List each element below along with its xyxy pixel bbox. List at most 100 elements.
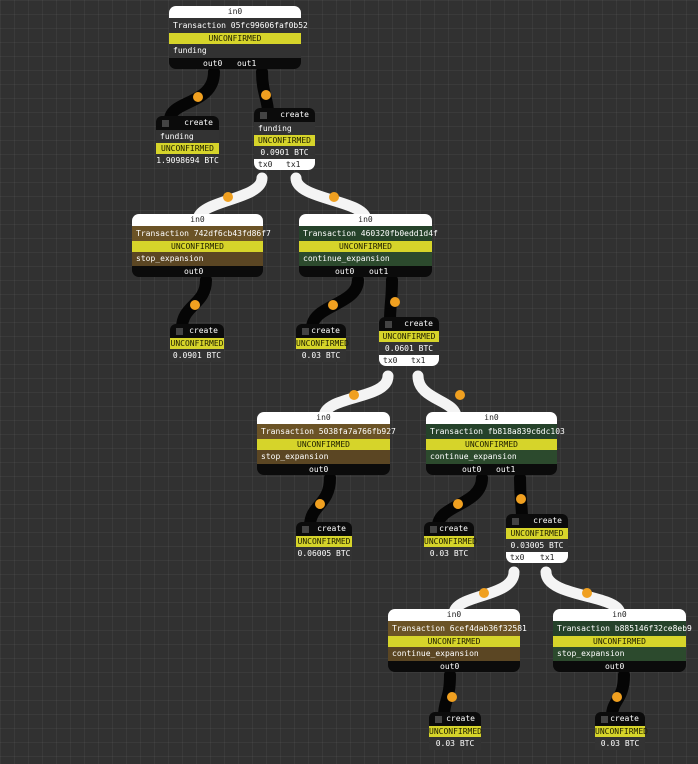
tx-ports: tx0 tx1 <box>506 552 568 563</box>
output-node-o4a[interactable]: create UNCONFIRMED 0.03 BTC <box>424 522 477 560</box>
create-handle-icon[interactable] <box>260 112 267 119</box>
output-label: funding <box>254 122 315 135</box>
transaction-title: Transaction 5038fa7a766fb927 <box>257 424 396 439</box>
output-port-out0[interactable]: out0 <box>605 662 625 671</box>
create-label: create <box>439 524 468 533</box>
output-port-out0[interactable]: out0 <box>309 465 329 474</box>
create-handle-icon[interactable] <box>512 518 519 525</box>
tx-port-tx0[interactable]: tx0 <box>383 356 398 365</box>
create-label: create <box>311 326 340 335</box>
output-port-out0[interactable]: out0 <box>440 662 460 671</box>
output-port-out0[interactable]: out0 <box>203 59 223 68</box>
status-badge: UNCONFIRMED <box>132 241 263 252</box>
create-handle-icon[interactable] <box>302 526 309 533</box>
output-node-o6[interactable]: create UNCONFIRMED 0.03 BTC <box>595 712 648 750</box>
create-handle-icon[interactable] <box>162 120 169 127</box>
dot-t4-out0 <box>453 499 463 509</box>
status-badge: UNCONFIRMED <box>254 135 315 146</box>
create-handle-icon[interactable] <box>430 526 437 533</box>
create-header: create <box>424 522 474 536</box>
transaction-node-t1[interactable]: in0 Transaction 742df6cb43fd86f7 UNCONFI… <box>132 214 271 277</box>
status-badge: UNCONFIRMED <box>257 439 390 450</box>
transaction-title: Transaction 460320fb0edd1d4f <box>299 226 438 241</box>
input-port-in0[interactable]: in0 <box>132 214 263 226</box>
output-node-o3[interactable]: create UNCONFIRMED 0.06005 BTC <box>296 522 352 560</box>
create-handle-icon[interactable] <box>176 328 183 335</box>
tx-port-tx1[interactable]: tx1 <box>540 553 555 562</box>
transaction-node-t4[interactable]: in0 Transaction fb818a839c6dc103 UNCONFI… <box>426 412 565 475</box>
transaction-node-t0[interactable]: in0 Transaction 05fc99606faf0b52 UNCONFI… <box>169 6 308 69</box>
input-port-in0[interactable]: in0 <box>388 609 520 621</box>
status-badge: UNCONFIRMED <box>506 528 568 539</box>
output-node-o5[interactable]: create UNCONFIRMED 0.03 BTC <box>429 712 482 750</box>
transaction-type: stop_expansion <box>257 450 390 464</box>
tx-port-tx0[interactable]: tx0 <box>510 553 525 562</box>
dot-t2-out0 <box>328 300 338 310</box>
transaction-type: funding <box>169 44 301 58</box>
create-header: create <box>296 324 346 338</box>
tx-port-tx0[interactable]: tx0 <box>258 160 273 169</box>
transaction-title: Transaction 05fc99606faf0b52 <box>169 18 308 33</box>
input-port-in0[interactable]: in0 <box>553 609 686 621</box>
input-port-in0[interactable]: in0 <box>257 412 390 424</box>
create-handle-icon[interactable] <box>302 328 309 335</box>
output-amount: 0.06005 BTC <box>296 547 352 560</box>
input-port-in0[interactable]: in0 <box>299 214 432 226</box>
output-port-out1[interactable]: out1 <box>496 465 516 474</box>
create-label: create <box>280 110 309 119</box>
create-header: create <box>595 712 645 726</box>
create-handle-icon[interactable] <box>601 716 608 723</box>
transaction-node-t2[interactable]: in0 Transaction 460320fb0edd1d4f UNCONFI… <box>299 214 438 277</box>
output-ports: out0 <box>388 661 520 672</box>
output-node-o0b[interactable]: create funding UNCONFIRMED 0.0901 BTC tx… <box>254 108 315 170</box>
transaction-title: Transaction b885146f32ce8eb9 <box>553 621 692 636</box>
status-badge: UNCONFIRMED <box>595 726 648 737</box>
output-port-out1[interactable]: out1 <box>237 59 257 68</box>
output-port-out0[interactable]: out0 <box>335 267 355 276</box>
input-port-in0[interactable]: in0 <box>426 412 557 424</box>
output-node-o2a[interactable]: create UNCONFIRMED 0.03 BTC <box>296 324 349 362</box>
create-header: create <box>429 712 481 726</box>
wire-o2b-tx1 <box>412 370 462 423</box>
transaction-title: Transaction 6cef4dab36f32581 <box>388 621 527 636</box>
output-node-o1[interactable]: create UNCONFIRMED 0.0901 BTC <box>170 324 224 362</box>
output-port-out1[interactable]: out1 <box>369 267 389 276</box>
tx-port-tx1[interactable]: tx1 <box>411 356 426 365</box>
tx-port-tx1[interactable]: tx1 <box>286 160 301 169</box>
status-badge: UNCONFIRMED <box>379 331 439 342</box>
create-handle-icon[interactable] <box>385 321 392 328</box>
dot-t0-out1 <box>261 90 271 100</box>
transaction-node-t5[interactable]: in0 Transaction 6cef4dab36f32581 UNCONFI… <box>388 609 527 672</box>
transaction-type: continue_expansion <box>388 647 520 661</box>
create-header: create <box>296 522 352 536</box>
transaction-node-t6[interactable]: in0 Transaction b885146f32ce8eb9 UNCONFI… <box>553 609 692 672</box>
output-port-out0[interactable]: out0 <box>462 465 482 474</box>
input-port-in0[interactable]: in0 <box>169 6 301 18</box>
dot-t0-out0 <box>193 92 203 102</box>
status-badge: UNCONFIRMED <box>553 636 686 647</box>
status-badge: UNCONFIRMED <box>299 241 432 252</box>
dot-t1-out0 <box>190 300 200 310</box>
output-node-o4b[interactable]: create UNCONFIRMED 0.03005 BTC tx0 tx1 <box>506 514 568 563</box>
output-port-out0[interactable]: out0 <box>184 267 204 276</box>
output-ports: out0 out1 <box>169 58 301 69</box>
output-amount: 0.03 BTC <box>296 349 346 362</box>
output-ports: out0 out1 <box>299 266 432 277</box>
output-amount: 0.0601 BTC <box>379 342 439 355</box>
transaction-type: stop_expansion <box>132 252 263 266</box>
output-node-o0a[interactable]: create funding UNCONFIRMED 1.9098694 BTC <box>156 116 219 167</box>
tx-ports: tx0 tx1 <box>379 355 439 366</box>
transaction-node-t3[interactable]: in0 Transaction 5038fa7a766fb927 UNCONFI… <box>257 412 396 475</box>
status-badge: UNCONFIRMED <box>296 338 349 349</box>
transaction-type: continue_expansion <box>426 450 557 464</box>
create-handle-icon[interactable] <box>435 716 442 723</box>
wire-t0-out0 <box>164 66 220 126</box>
create-header: create <box>156 116 219 130</box>
transaction-type: stop_expansion <box>553 647 686 661</box>
dot-o4b-tx1 <box>582 588 592 598</box>
status-badge: UNCONFIRMED <box>388 636 520 647</box>
output-node-o2b[interactable]: create UNCONFIRMED 0.0601 BTC tx0 tx1 <box>379 317 439 366</box>
output-amount: 0.0901 BTC <box>254 146 315 159</box>
status-badge: UNCONFIRMED <box>429 726 482 737</box>
create-label: create <box>533 516 562 525</box>
